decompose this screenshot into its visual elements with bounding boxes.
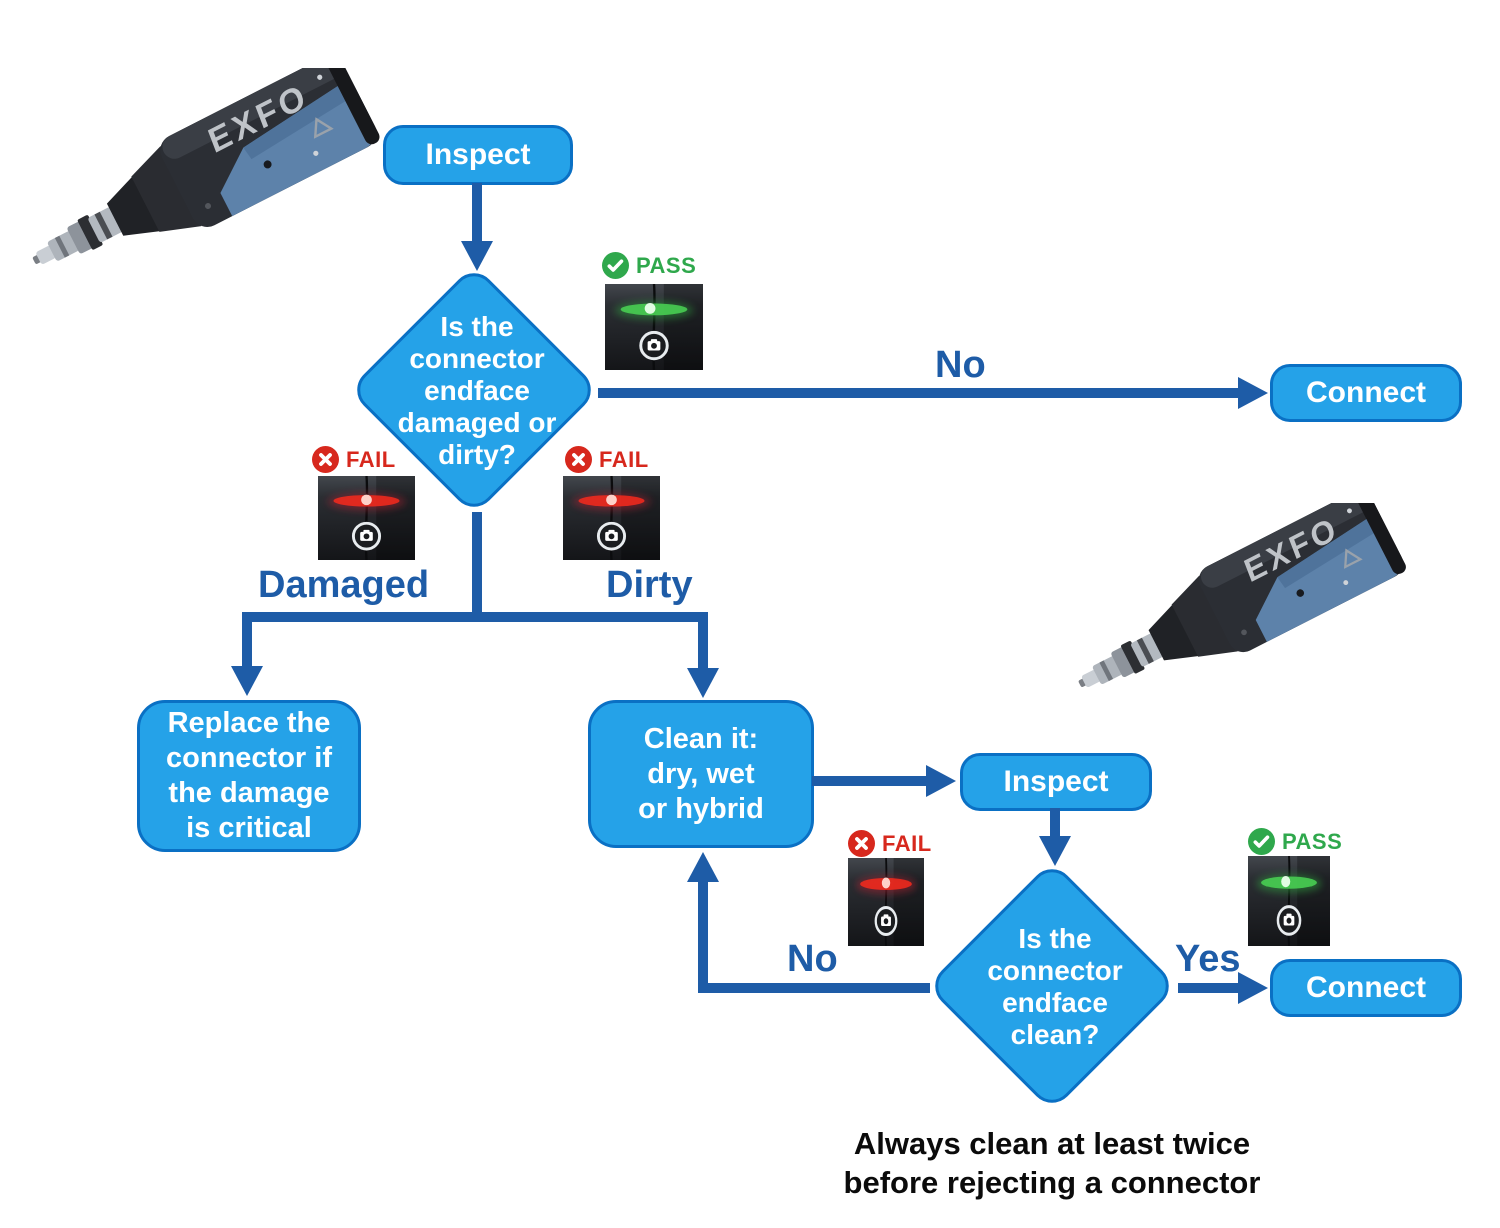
edge-dirty-vertical <box>698 612 708 672</box>
node-replace-connector: Replace the connector if the damage is c… <box>137 700 361 852</box>
pass-badge: PASS <box>602 252 696 279</box>
node-inspect-after-clean: Inspect <box>960 753 1152 811</box>
endface-pass-photo <box>605 284 703 370</box>
edge-inspect-to-decision2 <box>1050 808 1060 840</box>
edge-no-to-connect <box>598 388 1240 398</box>
check-circle-icon <box>602 252 629 279</box>
cross-circle-icon <box>312 446 339 473</box>
fail-badge-label: FAIL <box>599 446 649 472</box>
cross-circle-icon <box>565 446 592 473</box>
arrowhead-right-icon <box>1238 377 1268 409</box>
endface-pass-photo <box>1248 856 1330 946</box>
decision-line: clean? <box>1010 1019 1100 1050</box>
node-clean-it: Clean it: dry, wet or hybrid <box>588 700 814 848</box>
arrowhead-down-icon <box>461 241 493 271</box>
footnote-line: Always clean at least twice <box>853 1126 1251 1161</box>
pass-badge-label: PASS <box>1282 828 1343 854</box>
node-line: Replace the <box>167 707 331 739</box>
edge-yes-to-connect <box>1178 983 1240 993</box>
edge-label-yes: Yes <box>1175 938 1241 980</box>
fail-badge: FAIL <box>565 446 649 473</box>
node-connect-top-label: Connect <box>1306 376 1426 409</box>
node-line: is critical <box>186 812 312 844</box>
node-inspect-after-clean-label: Inspect <box>1003 765 1109 798</box>
edge-clean-to-inspect <box>812 776 930 786</box>
edge-no-loop-horizontal <box>698 983 930 993</box>
probe-device-illustration: EXFO <box>32 68 380 264</box>
fail-badge: FAIL <box>848 830 932 857</box>
node-connect-bottom: Connect <box>1270 959 1462 1017</box>
decision-line: dirty? <box>438 439 516 470</box>
pass-badge-label: PASS <box>636 252 697 278</box>
exfo-probe-photo-right: EXFO <box>1045 503 1443 739</box>
edge-inspect-to-decision <box>472 183 482 243</box>
decision-line: Is the <box>440 311 514 342</box>
fail-badge-label: FAIL <box>882 830 932 856</box>
decision-line: endface <box>1002 987 1108 1018</box>
node-line: or hybrid <box>638 792 764 825</box>
footnote: Always clean at least twice before rejec… <box>822 1124 1282 1202</box>
node-line: the damage <box>168 777 330 809</box>
node-inspect-start-label: Inspect <box>425 138 531 171</box>
arrowhead-down-icon <box>687 668 719 698</box>
arrowhead-up-icon <box>687 852 719 882</box>
endface-fail-photo <box>848 858 924 946</box>
edge-label-damaged: Damaged <box>258 564 430 606</box>
decision-line: connector <box>409 343 545 374</box>
node-inspect-start: Inspect <box>383 125 573 185</box>
edge-branch-horizontal <box>242 612 708 622</box>
warning-triangle-icon <box>1343 548 1363 569</box>
warning-triangle-icon <box>313 117 334 139</box>
endface-fail-photo <box>318 476 415 560</box>
node-line: connector if <box>166 742 332 774</box>
decision-damaged-or-dirty-text: Is the connector endface damaged or dirt… <box>367 289 587 493</box>
decision-line: endface <box>424 375 530 406</box>
arrowhead-right-icon <box>1238 972 1268 1004</box>
edge-label-no-top: No <box>935 344 986 386</box>
arrowhead-down-icon <box>1039 836 1071 866</box>
exfo-probe-photo-top-left: EXFO <box>18 68 398 320</box>
arrowhead-right-icon <box>926 765 956 797</box>
decision-line: Is the <box>1018 923 1092 954</box>
arrowhead-down-icon <box>231 666 263 696</box>
fail-badge: FAIL <box>312 446 396 473</box>
decision-line: connector <box>987 955 1123 986</box>
edge-decision-stem <box>472 512 482 617</box>
node-line: dry, wet <box>647 757 755 790</box>
pass-badge: PASS <box>1248 828 1342 855</box>
node-connect-top: Connect <box>1270 364 1462 422</box>
probe-device-illustration: EXFO <box>1078 503 1406 688</box>
decision-line: damaged or <box>397 407 557 438</box>
node-line: Clean it: <box>643 722 759 755</box>
edge-damaged-vertical <box>242 612 252 670</box>
cross-circle-icon <box>848 830 875 857</box>
footnote-line: before rejecting a connector <box>843 1165 1261 1200</box>
fail-badge-label: FAIL <box>346 446 396 472</box>
edge-label-no-loop: No <box>787 938 838 980</box>
edge-label-dirty: Dirty <box>606 564 693 606</box>
edge-no-loop-vertical <box>698 882 708 993</box>
node-connect-bottom-label: Connect <box>1306 971 1426 1004</box>
check-circle-icon <box>1248 828 1275 855</box>
decision-endface-clean-text: Is the connector endface clean? <box>945 885 1165 1089</box>
endface-fail-photo <box>563 476 660 560</box>
